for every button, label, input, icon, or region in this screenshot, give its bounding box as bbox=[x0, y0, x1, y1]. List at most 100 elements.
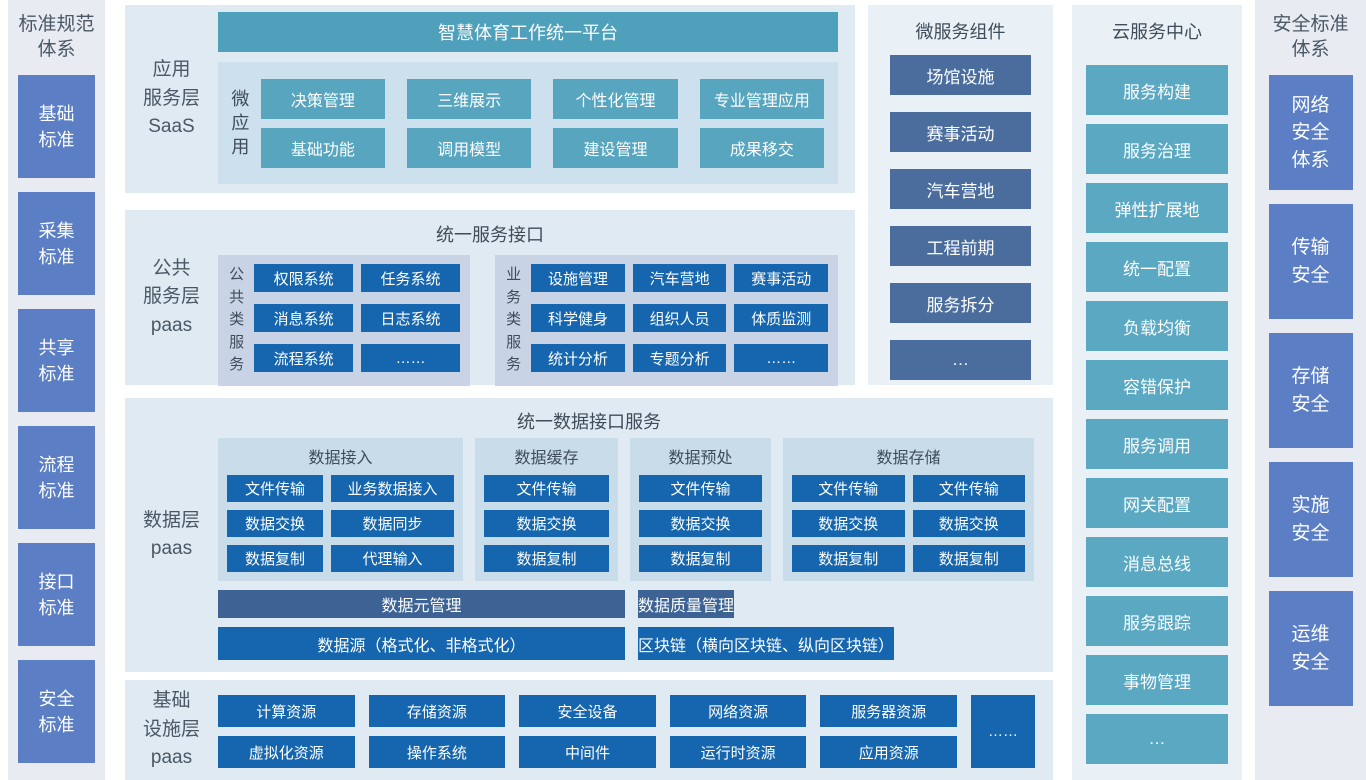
service-box: 任务系统 bbox=[361, 264, 460, 292]
infrastructure-box: 安全设备 bbox=[519, 695, 656, 727]
standard-box: 共享标准 bbox=[18, 309, 95, 413]
infrastructure-grid: …… 计算资源存储资源安全设备网络资源服务器资源虚拟化资源操作系统中间件运行时资… bbox=[218, 695, 1035, 768]
data-function-box: 数据交换 bbox=[484, 510, 609, 537]
business-services-group: 业务类服务 设施管理汽车营地赛事活动科学健身组织人员体质监测统计分析专题分析…… bbox=[495, 255, 838, 386]
microservice-box: 服务拆分 bbox=[890, 283, 1031, 323]
microservice-box: 场馆设施 bbox=[890, 55, 1031, 95]
business-services-grid: 设施管理汽车营地赛事活动科学健身组织人员体质监测统计分析专题分析…… bbox=[531, 264, 828, 377]
data-function-box: 数据复制 bbox=[227, 545, 323, 572]
infrastructure-box: 服务器资源 bbox=[820, 695, 957, 727]
micro-app-box: 基础功能 bbox=[260, 127, 386, 168]
micro-app-box: 专业管理应用 bbox=[699, 78, 824, 119]
data-management-bar: 数据元管理 bbox=[218, 590, 625, 618]
data-management-bar: 数据质量管理 bbox=[638, 590, 735, 618]
data-function-box: 文件传输 bbox=[484, 475, 609, 502]
cloud-service-box: 服务治理 bbox=[1086, 124, 1228, 174]
platform-title-bar: 智慧体育工作统一平台 bbox=[218, 12, 838, 52]
cloud-service-box: 服务调用 bbox=[1086, 419, 1228, 469]
standard-box: 安全标准 bbox=[18, 660, 95, 764]
micro-app-grid: 决策管理三维展示个性化管理专业管理应用基础功能调用模型建设管理成果移交 bbox=[260, 78, 824, 168]
security-standards-rail-title: 安全标准体系 bbox=[1272, 14, 1349, 60]
data-function-box: 数据复制 bbox=[639, 545, 762, 572]
standards-rail-title: 标准规范体系 bbox=[18, 14, 95, 60]
data-cache-title: 数据缓存 bbox=[514, 450, 579, 467]
service-box: 科学健身 bbox=[531, 304, 625, 333]
micro-app-box: 个性化管理 bbox=[553, 78, 678, 119]
data-source-bars: 数据源（格式化、非格式化）区块链（横向区块链、纵向区块链） bbox=[218, 627, 895, 660]
data-storage-title: 数据存储 bbox=[876, 450, 941, 467]
cloud-center-panel: 云服务中心 服务构建服务治理弹性扩展地统一配置负载均衡容错保护服务调用网关配置消… bbox=[1072, 5, 1242, 780]
security-standard-box: 存储安全 bbox=[1268, 333, 1353, 449]
infrastructure-box: 中间件 bbox=[519, 736, 656, 768]
data-management-bars: 数据元管理数据质量管理 bbox=[218, 590, 735, 618]
data-preprocess-grid: 文件传输数据交换数据复制 bbox=[639, 475, 762, 572]
common-services-group: 公共类服务 权限系统任务系统消息系统日志系统流程系统…… bbox=[218, 255, 470, 386]
cloud-service-box: 服务构建 bbox=[1086, 65, 1228, 115]
data-function-box: 业务数据接入 bbox=[331, 475, 454, 502]
microservices-title: 微服务组件 bbox=[915, 22, 1006, 42]
microservice-box: 汽车营地 bbox=[890, 169, 1031, 209]
microservice-box: … bbox=[890, 340, 1031, 380]
standards-rail-items: 基础标准采集标准共享标准流程标准接口标准安全标准 bbox=[8, 75, 105, 764]
service-box: 设施管理 bbox=[531, 264, 625, 292]
security-standards-rail: 安全标准体系 网络安全体系传输安全存储安全实施安全运维安全 bbox=[1255, 0, 1366, 780]
data-preprocess-group: 数据预处 文件传输数据交换数据复制 bbox=[630, 438, 771, 581]
standard-box: 流程标准 bbox=[18, 426, 95, 530]
microservice-box: 工程前期 bbox=[890, 226, 1031, 266]
micro-app-box: 调用模型 bbox=[407, 127, 532, 168]
cloud-service-box: 弹性扩展地 bbox=[1086, 183, 1228, 233]
microservices-panel: 微服务组件 场馆设施赛事活动汽车营地工程前期服务拆分… bbox=[868, 5, 1053, 385]
service-groups-row: 公共类服务 权限系统任务系统消息系统日志系统流程系统…… 业务类服务 设施管理汽… bbox=[218, 255, 838, 386]
security-standard-box: 实施安全 bbox=[1268, 462, 1353, 578]
unified-data-interface-title: 统一数据接口服务 bbox=[517, 412, 661, 432]
data-function-box: 文件传输 bbox=[227, 475, 323, 502]
data-storage-group: 数据存储 文件传输文件传输数据交换数据交换数据复制数据复制 bbox=[783, 438, 1034, 581]
data-cache-grid: 文件传输数据交换数据复制 bbox=[484, 475, 609, 572]
micro-app-box: 建设管理 bbox=[553, 127, 678, 168]
service-box: 汽车营地 bbox=[632, 264, 727, 292]
cloud-center-items: 服务构建服务治理弹性扩展地统一配置负载均衡容错保护服务调用网关配置消息总线服务跟… bbox=[1072, 65, 1242, 764]
unified-service-interface-title: 统一服务接口 bbox=[436, 225, 544, 245]
data-function-box: 数据复制 bbox=[792, 545, 905, 572]
infrastructure-more-box: …… bbox=[971, 695, 1035, 768]
cloud-service-box: 事物管理 bbox=[1086, 655, 1228, 705]
standard-box: 采集标准 bbox=[18, 192, 95, 296]
business-services-vertical-label: 业务类服务 bbox=[506, 266, 522, 373]
service-box: 流程系统 bbox=[254, 344, 354, 373]
data-function-box: 数据同步 bbox=[331, 510, 454, 537]
micro-app-box: 决策管理 bbox=[260, 78, 386, 119]
microservices-items: 场馆设施赛事活动汽车营地工程前期服务拆分… bbox=[868, 55, 1053, 380]
cloud-service-box: 统一配置 bbox=[1086, 242, 1228, 292]
standard-box: 接口标准 bbox=[18, 543, 95, 647]
service-box: 统计分析 bbox=[531, 344, 625, 373]
service-box: 日志系统 bbox=[361, 304, 460, 333]
infrastructure-box: 网络资源 bbox=[669, 695, 807, 727]
data-function-box: 数据交换 bbox=[639, 510, 762, 537]
data-function-box: 代理输入 bbox=[331, 545, 454, 572]
security-standards-rail-items: 网络安全体系传输安全存储安全实施安全运维安全 bbox=[1255, 75, 1366, 707]
infrastructure-box: 运行时资源 bbox=[669, 736, 807, 768]
data-function-box: 数据交换 bbox=[227, 510, 323, 537]
data-ingest-group: 数据接入 文件传输业务数据接入数据交换数据同步数据复制代理输入 bbox=[218, 438, 463, 581]
security-standard-box: 传输安全 bbox=[1268, 204, 1353, 320]
infrastructure-box: 存储资源 bbox=[368, 695, 506, 727]
common-services-grid: 权限系统任务系统消息系统日志系统流程系统…… bbox=[254, 264, 460, 377]
cloud-service-box: 容错保护 bbox=[1086, 360, 1228, 410]
infrastructure-box: 操作系统 bbox=[368, 736, 506, 768]
micro-app-container: 微应用 决策管理三维展示个性化管理专业管理应用基础功能调用模型建设管理成果移交 bbox=[218, 62, 838, 184]
cloud-service-box: 网关配置 bbox=[1086, 478, 1228, 528]
service-box: …… bbox=[361, 344, 460, 373]
cloud-service-box: 服务跟踪 bbox=[1086, 596, 1228, 646]
micro-app-box: 成果移交 bbox=[699, 127, 824, 168]
service-box: 权限系统 bbox=[254, 264, 354, 292]
data-function-box: 文件传输 bbox=[792, 475, 905, 502]
data-ingest-title: 数据接入 bbox=[308, 450, 373, 467]
data-preprocess-title: 数据预处 bbox=[668, 450, 733, 467]
